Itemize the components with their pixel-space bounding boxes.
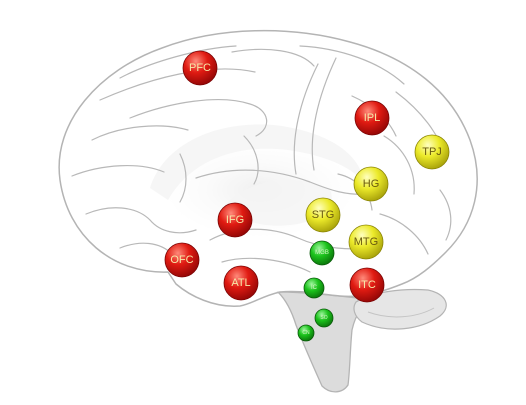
- region-ifg-label: IFG: [226, 214, 244, 226]
- region-ofc-label: OFC: [170, 254, 193, 266]
- cerebellum-fold: [367, 307, 435, 318]
- region-atl[interactable]: ATL: [223, 265, 259, 301]
- region-ipl[interactable]: IPL: [354, 100, 390, 136]
- region-stg[interactable]: STG: [305, 197, 341, 233]
- region-tpj-label: TPJ: [422, 146, 442, 158]
- region-mgb[interactable]: MGB: [309, 240, 335, 266]
- cerebellum: [353, 288, 447, 330]
- region-hg[interactable]: HG: [353, 166, 389, 202]
- region-ipl-label: IPL: [364, 112, 381, 124]
- region-hg-label: HG: [363, 178, 380, 190]
- region-pfc[interactable]: PFC: [182, 50, 218, 86]
- region-ic-label: IC: [311, 285, 318, 291]
- region-ofc[interactable]: OFC: [164, 242, 200, 278]
- region-cn[interactable]: CN: [297, 324, 315, 342]
- region-so[interactable]: SO: [314, 308, 334, 328]
- region-stg-label: STG: [312, 209, 335, 221]
- region-ifg[interactable]: IFG: [217, 202, 253, 238]
- cortex-outline: [58, 29, 478, 307]
- region-ic[interactable]: IC: [303, 277, 325, 299]
- region-itc[interactable]: ITC: [349, 267, 385, 303]
- region-itc-label: ITC: [358, 279, 376, 291]
- sulci: [71, 45, 452, 273]
- region-mgb-label: MGB: [315, 250, 329, 256]
- region-mtg[interactable]: MTG: [348, 224, 384, 260]
- region-cn-label: CN: [302, 330, 310, 336]
- region-mtg-label: MTG: [354, 236, 378, 248]
- region-so-label: SO: [320, 315, 327, 321]
- region-pfc-label: PFC: [189, 62, 211, 74]
- region-tpj[interactable]: TPJ: [414, 134, 450, 170]
- region-atl-label: ATL: [231, 277, 250, 289]
